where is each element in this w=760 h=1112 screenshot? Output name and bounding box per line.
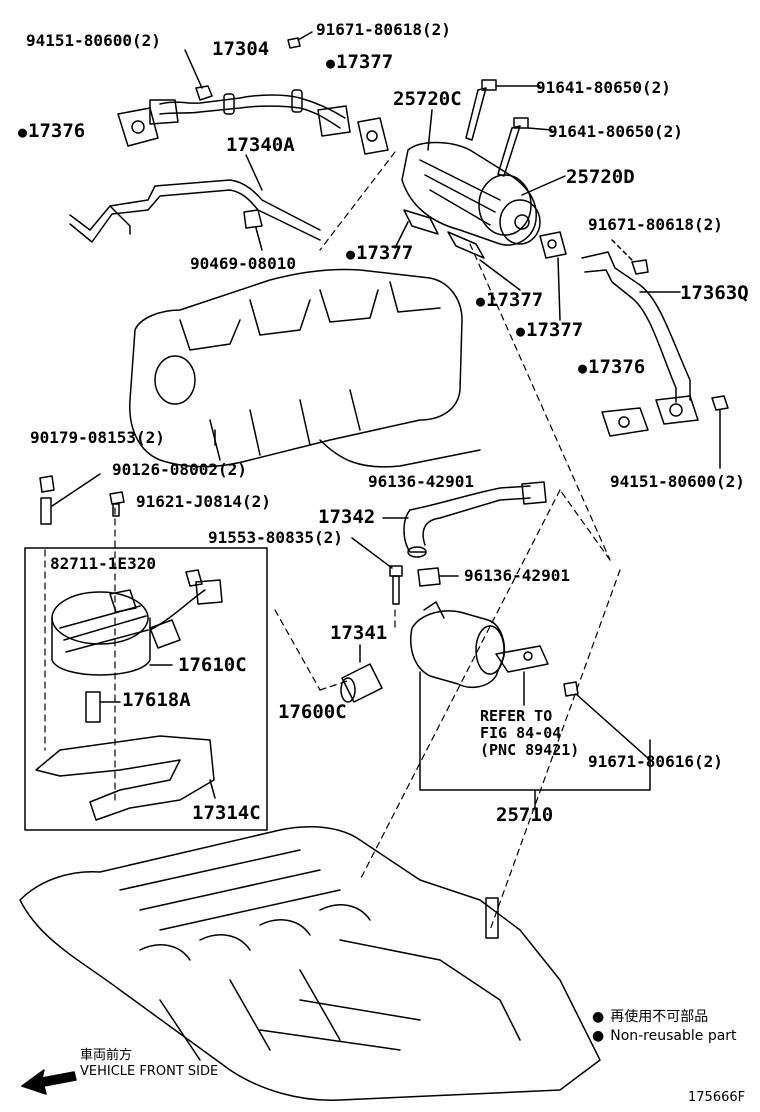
clip-96136-b [417,567,459,587]
bolt-91621 [109,491,125,517]
gasket-17377-mid [447,231,521,291]
label-17342: 17342 [318,506,376,528]
clamp-90469 [243,209,263,251]
hose-17342 [382,485,531,558]
label-91553: 91553-80835(2) [208,528,343,547]
label-17341: 17341 [330,622,388,644]
label-91671-top: 91671-80618(2) [316,20,451,39]
label-91641-b: 91641-80650(2) [548,122,683,141]
bolt-91671-top [287,31,313,49]
front-arrow-icon [21,1069,77,1095]
valve-assy-25720 [401,109,566,246]
label-96136-a: 96136-42901 [368,472,474,491]
legend-jp: ● 再使用不可部品 [592,1006,708,1026]
label-17377-a: 17377 [326,53,393,72]
label-91641-a: 91641-80650(2) [536,78,671,97]
label-17314c: 17314C [192,802,261,824]
label-17600c: 17600C [278,701,347,723]
label-17377-c: 17377 [476,291,543,310]
label-17363q: 17363Q [680,282,749,304]
label-17376-a: 17376 [18,122,85,141]
nut-94151-bot [711,395,729,469]
box-17600c [24,547,268,831]
bolt-91641-b [497,117,553,177]
label-17340a: 17340A [226,134,295,156]
engine-block [19,826,601,1101]
gasket-17376-top [117,107,159,147]
direction-jp: 車両前方 [80,1048,133,1063]
gasket-17376-right [601,407,649,437]
refer-line-2: FIG 84-04 [480,724,562,742]
label-17618a: 17618A [122,689,191,711]
stud-90126 [39,473,101,525]
bracket-17314c [35,735,216,821]
label-82711: 82711-1E320 [50,554,156,573]
legend-en: ● Non-reusable part [592,1028,737,1044]
pipe-17363q [581,251,699,425]
pipe-17304 [149,89,351,137]
refer-note: REFER TO FIG 84-04 (PNC 89421) [480,708,579,759]
bolt-91641-a [465,79,541,141]
bolt-91553 [351,537,403,605]
label-90469: 90469-08010 [190,254,296,273]
legend-bullet-icon: ● [592,1028,605,1044]
bolt-91671-mid [611,239,649,275]
hose-17341 [340,644,383,703]
figure-id: 175666F [688,1090,746,1105]
label-17377-d: 17377 [516,321,583,340]
clip-96136-a [521,481,547,505]
air-pump-17610c [51,579,223,676]
label-25710: 25710 [496,804,554,826]
label-91671-bot: 91671-80616(2) [588,752,723,771]
label-96136-b: 96136-42901 [464,566,570,585]
legend-en-text: Non-reusable part [610,1028,737,1044]
label-90179: 90179-08153(2) [30,428,165,447]
label-17304: 17304 [212,38,270,60]
label-91671-mid: 91671-80618(2) [588,215,723,234]
connector-82711 [185,569,203,587]
intake-manifold [129,268,481,468]
label-94151-top: 94151-80600(2) [26,31,161,50]
gasket-17377-right [539,231,567,321]
label-17376-b: 17376 [578,358,645,377]
gasket-17377-top [357,117,389,155]
label-91621: 91621-J0814(2) [136,492,271,511]
legend-jp-text: 再使用不可部品 [610,1009,709,1025]
label-17610c: 17610C [178,654,247,676]
refer-line-1: REFER TO [480,707,553,725]
legend-bullet-icon: ● [592,1009,605,1025]
label-94151-bot: 94151-80600(2) [610,472,745,491]
refer-line-3: (PNC 89421) [480,741,580,759]
label-25720d: 25720D [566,166,635,188]
hose-17618a [85,691,121,723]
label-90126: 90126-08002(2) [112,460,247,479]
nut-94151-top [184,49,213,101]
pipe-17340a [69,154,321,243]
direction-en: VEHICLE FRONT SIDE [80,1064,219,1079]
valve-25710 [410,601,651,809]
label-25720c: 25720C [393,88,462,110]
label-17377-b: 17377 [346,244,413,263]
